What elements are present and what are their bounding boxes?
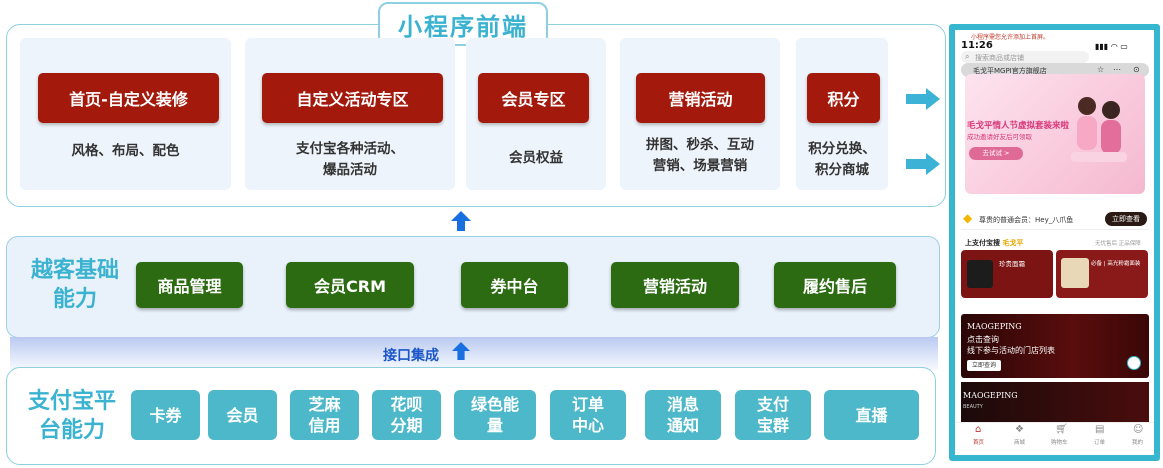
member-bar (961, 210, 1149, 230)
banner-try-button[interactable]: 去试试 > (969, 147, 1023, 160)
signal-icon: ▮▮▮ ◠ ▭ (1095, 42, 1128, 51)
banner-title: 毛戈平情人节虚拟套装来啦 (967, 121, 1070, 131)
capability-coupon-center: 券中台 (461, 262, 568, 308)
alipay-message-notify: 消息通知 (645, 390, 721, 440)
alipay-group: 支付宝群 (735, 390, 811, 440)
member-text: 尊贵的普通会员：Hey_八爪鱼 (979, 216, 1074, 224)
search-icon: ⌕ (965, 52, 970, 61)
phone-search-bar[interactable] (961, 51, 1089, 63)
phone-notice: 小程序需您允许添加上首屏。 (971, 34, 1050, 41)
diamond-icon: ◆ (963, 211, 973, 225)
phone-mockup: 小程序需您允许添加上首屏。 11:26 ▮▮▮ ◠ ▭ ⌕ 搜索商品或店铺 毛戈… (949, 24, 1160, 461)
tab-home-icon[interactable]: ⌂ (975, 424, 982, 435)
arrow-right-icon (906, 153, 940, 175)
banner-figures-icon (1063, 90, 1133, 170)
phone-time: 11:26 (961, 40, 993, 51)
arrow-up-icon (452, 342, 470, 360)
close-icon[interactable]: ⊙ (1133, 65, 1140, 74)
section-title: 上支付宝搜 毛戈平 (965, 239, 1024, 247)
capability-marketing: 营销活动 (611, 262, 739, 308)
product-1-label: 珍贵面霜 (999, 260, 1025, 268)
module-custom-activity: 自定义活动专区 (262, 73, 443, 123)
banner-subtitle: 成功邀请好友后可领取 (967, 133, 1032, 141)
tab-cart-icon[interactable]: 🛒︎ (1055, 424, 1068, 435)
alipay-member: 会员 (208, 390, 277, 440)
star-icon[interactable]: ☆ (1097, 65, 1105, 74)
store-header (961, 63, 1149, 77)
alipay-capability-title: 支付宝平 台能力 (27, 389, 116, 443)
module-member-zone: 会员专区 (478, 73, 589, 123)
more-icon[interactable]: ⋯ (1113, 65, 1121, 74)
module-points-desc: 积分兑换、 积分商城 (808, 141, 876, 178)
alipay-order-center: 订单中心 (550, 390, 626, 440)
product-2-label: 必备 | 高光粉霜面装 (1091, 261, 1141, 267)
member-view-button[interactable]: 立即查看 (1105, 212, 1147, 226)
store-query-line2: 线下参与活动的门店列表 (967, 346, 1055, 355)
tab-mall[interactable]: 商城 (1014, 440, 1026, 446)
module-marketing-desc: 拼图、秒杀、互动 营销、场景营销 (646, 137, 754, 174)
interface-band (10, 337, 938, 369)
alipay-huabei: 花呗分期 (372, 390, 441, 440)
alipay-live: 直播 (824, 390, 919, 440)
capability-member-crm: 会员CRM (286, 262, 414, 308)
tab-cart[interactable]: 购物车 (1051, 440, 1068, 446)
tab-home[interactable]: 首页 (973, 440, 985, 446)
alipay-zhima-credit: 芝麻信用 (290, 390, 359, 440)
capability-fulfillment: 履约售后 (774, 262, 896, 308)
interface-label: 接口集成 (383, 348, 439, 364)
module-marketing: 营销活动 (636, 73, 765, 123)
phone-tab-bar (955, 422, 1154, 455)
brand-banner-sub: BEAUTY (963, 404, 983, 410)
module-points: 积分 (807, 73, 880, 123)
tab-order-icon[interactable]: ▤ (1095, 424, 1105, 435)
tab-mine[interactable]: 我的 (1132, 440, 1144, 446)
brand-banner (961, 382, 1149, 422)
tab-mine-icon[interactable]: ☺ (1133, 424, 1144, 435)
arrow-right-icon (906, 88, 940, 110)
capability-product-management: 商品管理 (136, 262, 243, 308)
store-query-line1: 点击查询 (967, 335, 999, 344)
section-guarantee: 无忧售后 正品保障 (1095, 241, 1141, 247)
phone-store-name: 毛戈平MGPI官方旗舰店 (973, 67, 1047, 75)
module-home-desc: 风格、布局、配色 (71, 143, 180, 159)
tab-mall-icon[interactable]: ❖ (1015, 424, 1024, 435)
tab-order[interactable]: 订单 (1094, 440, 1106, 446)
product-2-compact-icon (1061, 258, 1089, 288)
arrow-up-icon (451, 211, 471, 231)
alipay-coupon: 卡券 (131, 390, 200, 440)
alipay-green-energy: 绿色能量 (454, 390, 536, 440)
module-member-desc: 会员权益 (509, 150, 563, 166)
module-activity-desc: 支付宝各种活动、 爆品活动 (296, 141, 404, 178)
product-1-jar-icon (967, 260, 993, 288)
store-query-button[interactable]: 立即查询 (967, 360, 1001, 371)
phone-search-placeholder: 搜索商品或店铺 (975, 54, 1024, 62)
module-home-decoration: 首页-自定义装修 (38, 73, 219, 123)
headset-icon[interactable] (1127, 356, 1141, 370)
brand-banner-title: MAOGEPING (963, 391, 1018, 400)
store-brand: MAOGEPING (967, 322, 1022, 331)
base-capability-title: 越客基础 能力 (30, 258, 119, 312)
